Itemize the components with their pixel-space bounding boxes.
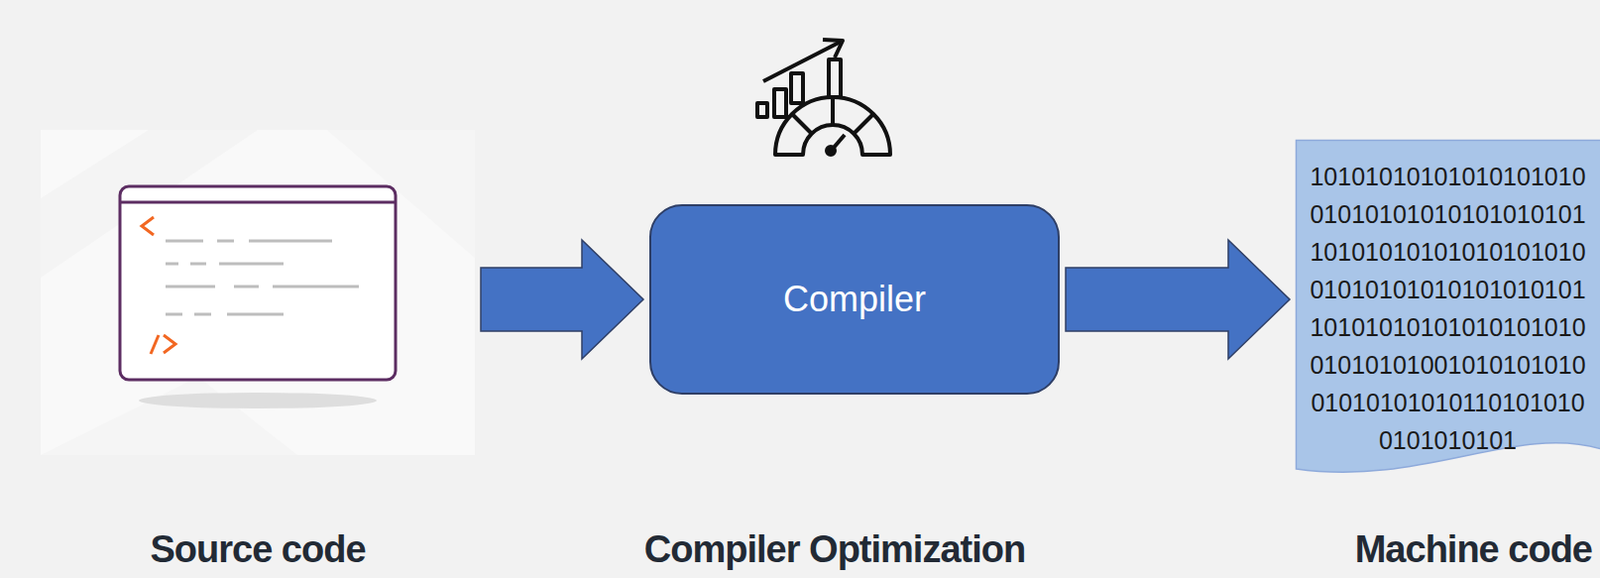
illustration-stroke xyxy=(272,285,359,289)
illustration-stroke xyxy=(791,73,803,104)
illustration-stroke xyxy=(227,313,284,317)
illustration-stroke xyxy=(217,239,234,243)
code-window xyxy=(119,186,396,380)
panel-facet xyxy=(40,376,298,456)
illustration-stroke xyxy=(165,285,216,289)
binary-text: 10101010101010101010 0101010101010101010… xyxy=(1303,157,1593,459)
compiler-box-outline xyxy=(650,205,1059,394)
illustration-stroke xyxy=(775,97,891,155)
illustration-stroke xyxy=(165,262,179,266)
optimization-icon xyxy=(757,39,891,155)
document-outline xyxy=(1296,140,1600,473)
illustration-stroke xyxy=(853,114,874,134)
machine-code-document: 10101010101010101010 0101010101010101010… xyxy=(1295,139,1600,481)
block-arrow xyxy=(480,239,644,359)
stage-caption: Compiler Optimization xyxy=(644,527,1026,572)
illustration-stroke xyxy=(165,313,183,317)
illustration-stroke xyxy=(165,239,204,243)
stage-caption: Source code xyxy=(149,527,365,572)
illustration-stroke xyxy=(774,89,787,117)
illustration-stroke xyxy=(219,262,284,266)
code-slash xyxy=(150,335,159,354)
code-lines xyxy=(165,240,359,315)
compiler-box: CompilerCompiler Optimization xyxy=(649,204,1060,395)
window-bar xyxy=(119,201,396,205)
source-code-illustration xyxy=(40,129,475,456)
illustration-stroke xyxy=(757,103,768,117)
illustration-stroke xyxy=(826,146,835,155)
box-label: Compiler xyxy=(649,204,1060,395)
code-bracket xyxy=(141,217,154,235)
source-code-node: Source code xyxy=(40,129,475,456)
window-shadow xyxy=(138,392,377,409)
illustration-stroke xyxy=(830,97,835,125)
illustration-stroke xyxy=(194,313,212,317)
illustration-stroke xyxy=(792,114,812,134)
illustration-stroke xyxy=(233,285,259,289)
illustration-stroke xyxy=(822,39,843,58)
illustration-stroke xyxy=(190,262,207,266)
block-arrow xyxy=(1065,239,1290,359)
illustration-stroke xyxy=(248,239,333,243)
illustration-panel xyxy=(40,129,475,456)
illustration-stroke xyxy=(828,59,841,98)
code-bracket xyxy=(163,335,176,353)
stage-caption: Machine code xyxy=(1355,527,1593,572)
